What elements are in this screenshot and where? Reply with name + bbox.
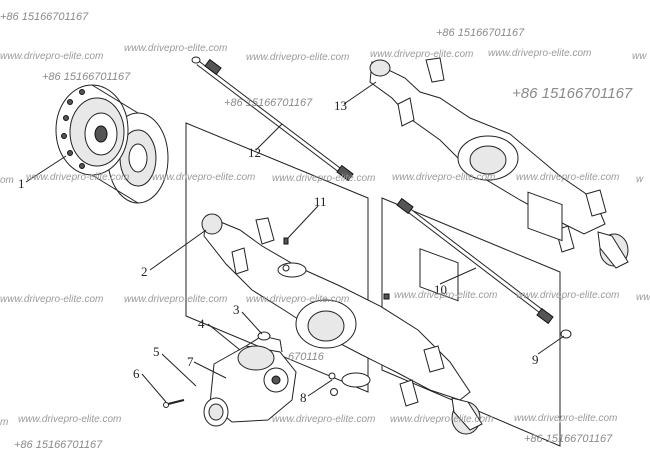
callout-13: 13 <box>334 98 347 113</box>
watermark-url: www.drivepro-elite.com <box>0 51 103 62</box>
leader-lines <box>25 81 565 403</box>
watermark-fragment: m <box>0 417 8 428</box>
callout-labels: 1 2 3 4 5 6 7 8 9 10 11 12 13 <box>18 98 539 405</box>
callout-5: 5 <box>153 344 160 359</box>
watermark-phone: +86 15166701167 <box>512 85 633 102</box>
frame-panel-axle-shaft-upper <box>185 122 369 393</box>
callout-11: 11 <box>314 194 327 209</box>
callout-6: 6 <box>133 366 140 381</box>
watermark-url: www.drivepro-elite.com <box>124 43 227 54</box>
watermark-phone: +86 15166701167 <box>224 97 313 109</box>
bolt-part-6 <box>163 399 185 408</box>
callout-8: 8 <box>300 390 307 405</box>
callout-7: 7 <box>187 354 194 369</box>
watermark-fragment: ww <box>636 292 650 303</box>
watermark-phone: +86 15166701167 <box>524 433 613 445</box>
differential-carrier <box>203 335 297 427</box>
watermark-url: www.drivepro-elite.com <box>272 173 375 184</box>
watermark-url: www.drivepro-elite.com <box>392 172 495 183</box>
callout-9: 9 <box>532 352 539 367</box>
watermark-phone: +86 15166701167 <box>436 27 525 39</box>
callout-4: 4 <box>198 316 205 331</box>
vent-plug-part-11 <box>282 237 290 272</box>
watermark-phone: +86 15166701167 <box>0 11 89 23</box>
watermark-fragment: om <box>0 175 14 186</box>
axle-housing-exploded <box>201 213 483 435</box>
callout-10: 10 <box>434 282 447 297</box>
watermark-url: www.drivepro-elite.com <box>272 414 375 425</box>
filler-plug <box>383 293 390 300</box>
axle-housing-assembled <box>369 57 629 302</box>
watermark-fragment: w <box>636 174 644 185</box>
watermark-url: www.drivepro-elite.com <box>18 414 121 425</box>
watermark-url: www.drivepro-elite.com <box>0 294 103 305</box>
watermark-phone-partial: 670116 <box>288 351 325 363</box>
watermark-url: www.drivepro-elite.com <box>390 414 493 425</box>
watermark-phone: +86 15166701167 <box>42 71 131 83</box>
callout-1: 1 <box>18 176 25 191</box>
callout-12: 12 <box>248 145 261 160</box>
watermark-url: www.drivepro-elite.com <box>26 172 129 183</box>
watermark-url: www.drivepro-elite.com <box>514 413 617 424</box>
callout-2: 2 <box>141 264 148 279</box>
gasket-part-3 <box>257 331 271 341</box>
watermark-url: www.drivepro-elite.com <box>124 294 227 305</box>
watermark-fragment: ww <box>632 51 647 62</box>
watermark-url: www.drivepro-elite.com <box>246 294 349 305</box>
watermark-url: www.drivepro-elite.com <box>516 172 619 183</box>
watermark-phone: +86 15166701167 <box>14 439 103 450</box>
watermarks: +86 15166701167 +86 15166701167 +86 1516… <box>0 11 650 450</box>
half-shaft-upper <box>191 56 354 182</box>
drain-plug-part-8 <box>328 372 338 396</box>
watermark-url: www.drivepro-elite.com <box>516 290 619 301</box>
watermark-url: www.drivepro-elite.com <box>246 52 349 63</box>
watermark-url: www.drivepro-elite.com <box>488 48 591 59</box>
watermark-url: www.drivepro-elite.com <box>370 49 473 60</box>
hub-brake-disc-assembly <box>55 84 169 204</box>
callout-3: 3 <box>233 302 240 317</box>
watermark-url: www.drivepro-elite.com <box>394 290 497 301</box>
watermark-url: www.drivepro-elite.com <box>152 172 255 183</box>
